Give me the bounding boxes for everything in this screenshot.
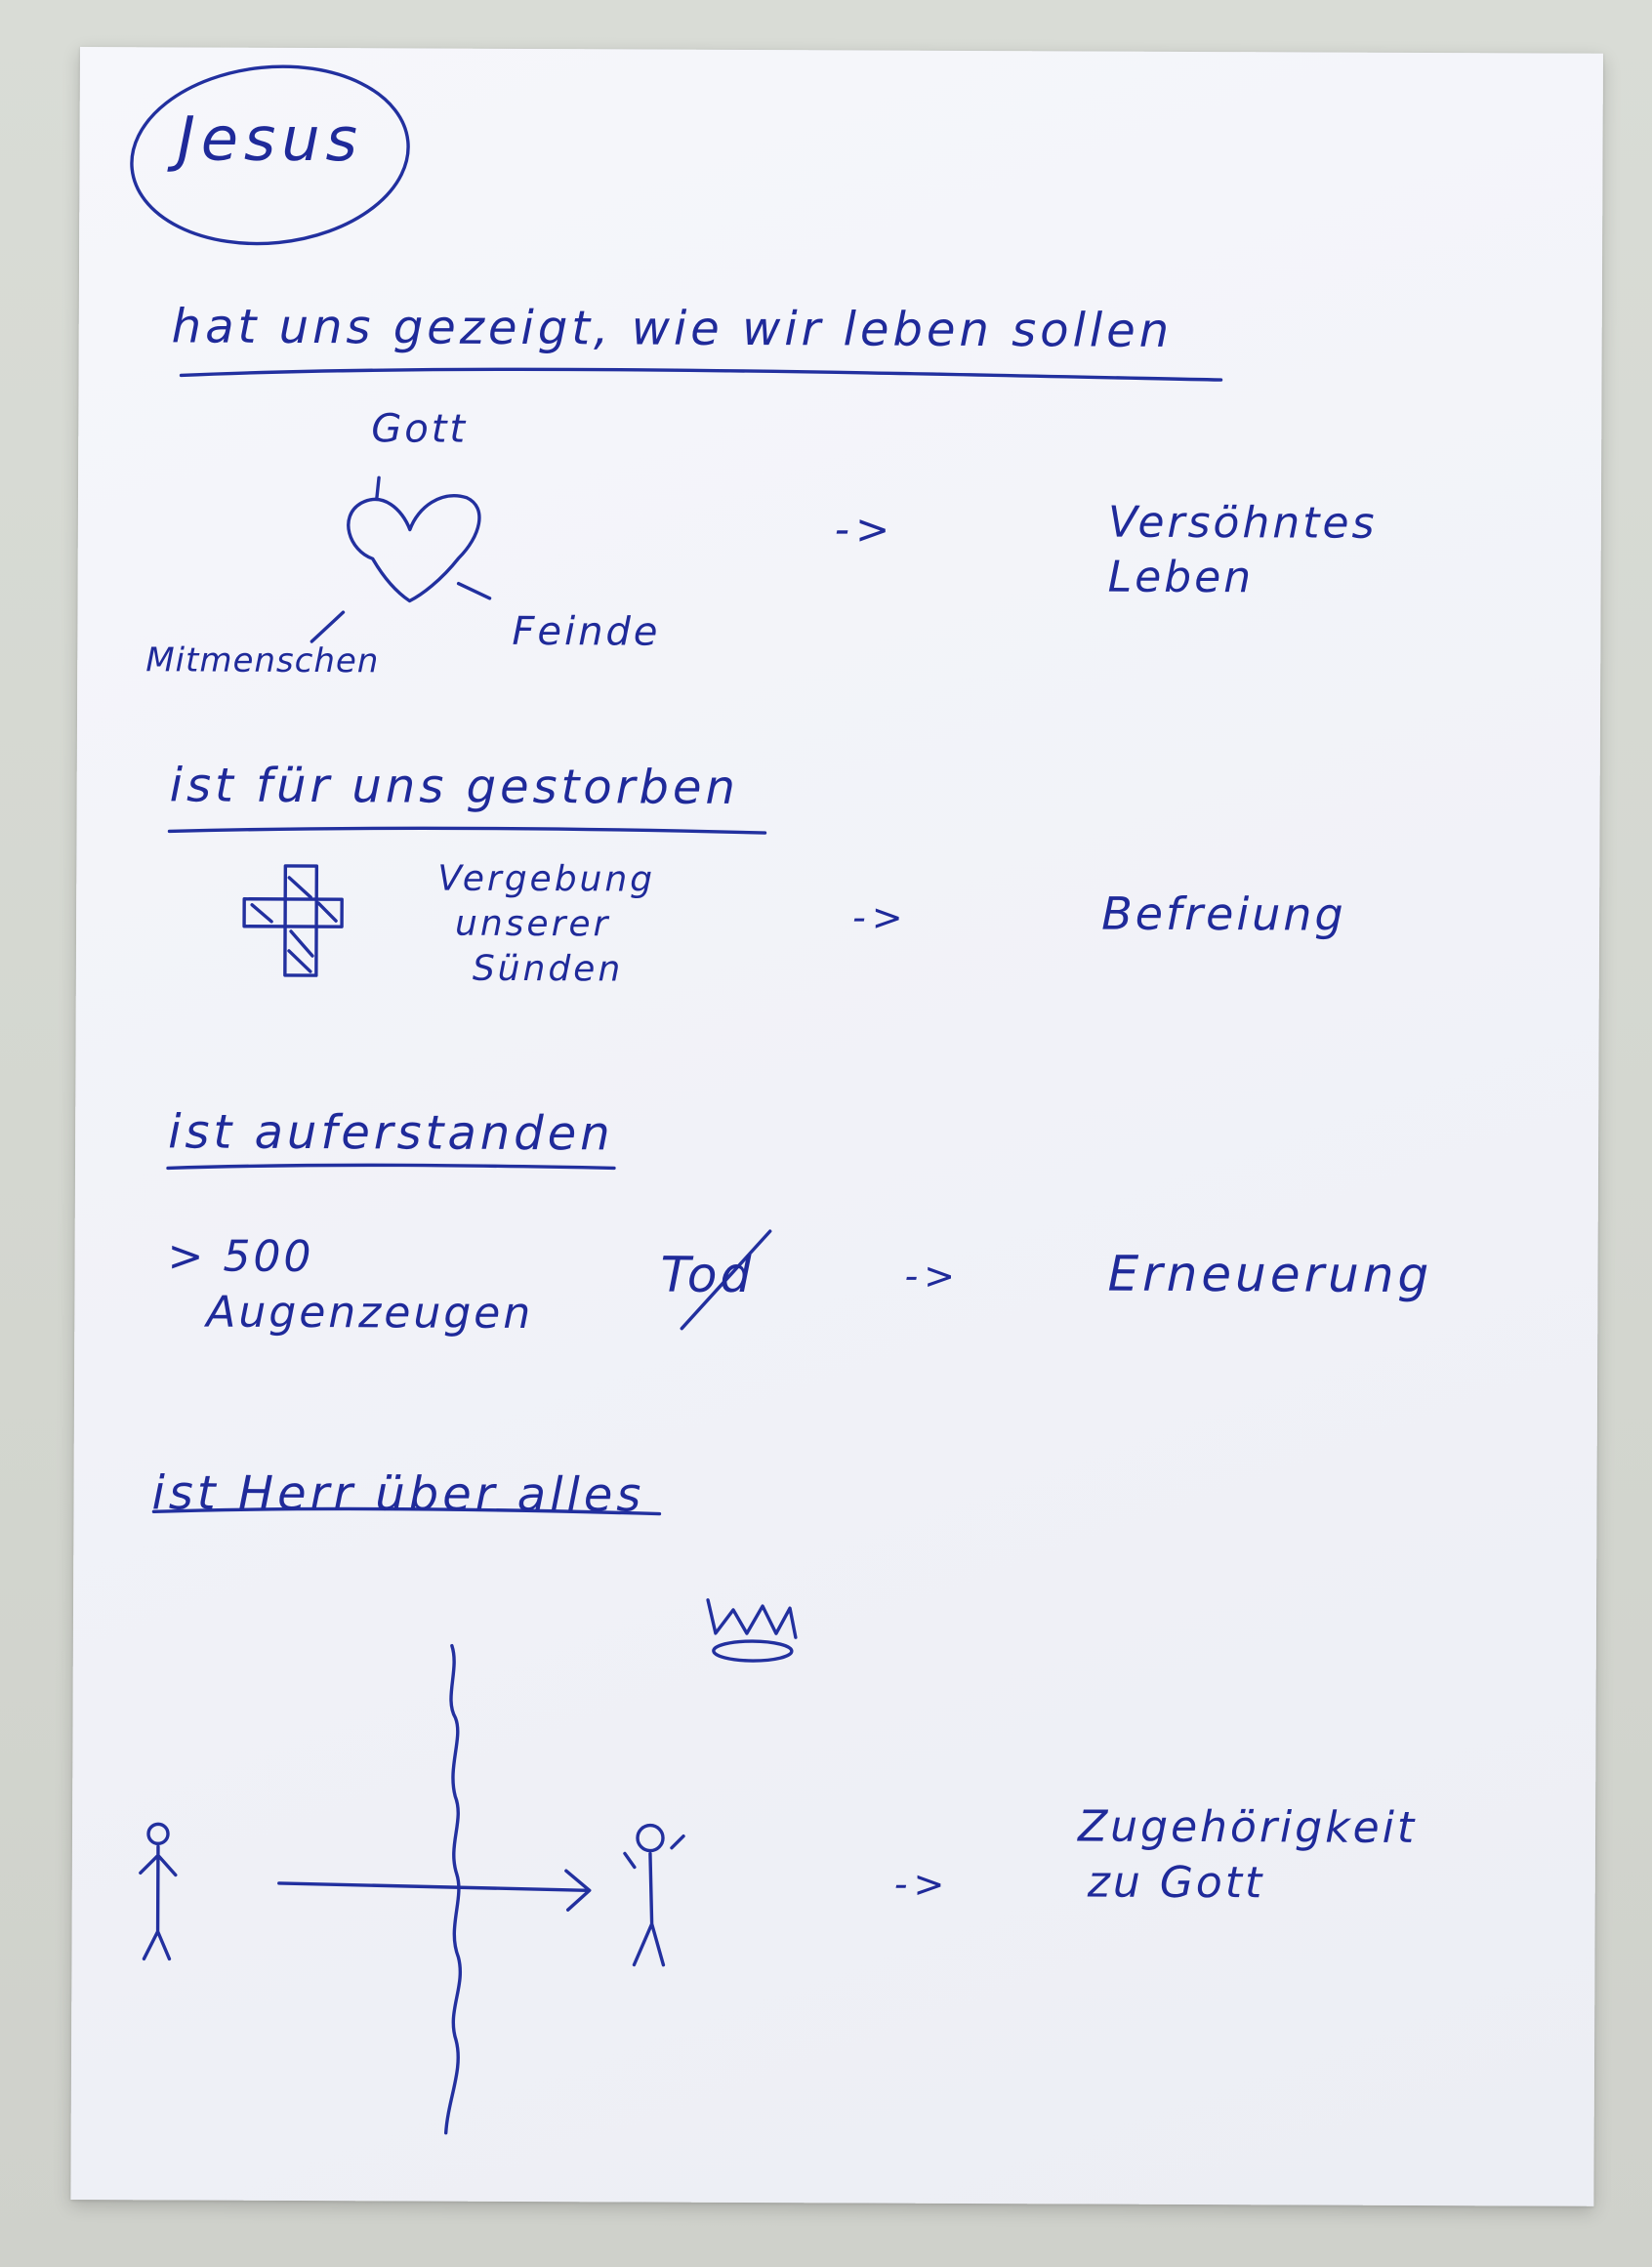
stick-figure-left-body (139, 1844, 178, 1961)
section-3-result: Erneuerung (1107, 1245, 1433, 1304)
crown-base (712, 1639, 794, 1663)
section-1-heading: hat uns gezeigt, wie wir leben sollen (171, 299, 1174, 358)
section-4-arrow: -> (893, 1862, 951, 1906)
section-3-arrow: -> (904, 1254, 962, 1298)
wavy-barrier (443, 1643, 462, 2135)
section-2-result: Befreiung (1101, 886, 1346, 941)
section-2-note: Vergebung unserer Sünden (437, 857, 655, 993)
cross-vertical (283, 864, 319, 977)
section-3-heading: ist auferstanden (168, 1104, 614, 1162)
cross-horizontal (242, 897, 344, 928)
heart-stem-left (310, 610, 346, 643)
section-1-result-line-2: Leben (1107, 552, 1255, 603)
section-2-note-line-2: unserer (454, 903, 611, 945)
page-title: Jesus (177, 103, 364, 176)
crossing-arrowhead (564, 1869, 592, 1912)
section-3-witnesses-count: > 500 (167, 1231, 314, 1283)
stick-figure-right-head (636, 1823, 665, 1853)
section-1-arrow: -> (834, 505, 896, 554)
diagram-label-top: Gott (371, 406, 469, 452)
diagram-label-left: Mitmenschen (145, 640, 380, 681)
stick-figure-left-head (146, 1822, 170, 1846)
underline-section-3 (166, 1163, 616, 1171)
underline-section-2 (167, 826, 767, 835)
heart-stem-right (456, 581, 492, 600)
section-2-heading: ist für uns gestorben (169, 758, 740, 815)
crown-icon (706, 1598, 798, 1639)
underline-section-1 (179, 367, 1223, 382)
section-4-heading: ist Herr über alles (151, 1465, 645, 1523)
section-1-result: Versöhntes Leben (1108, 496, 1378, 607)
section-3-witnesses-label: Augenzeugen (206, 1287, 534, 1340)
heart-shape (347, 494, 481, 603)
crossing-arrow (277, 1881, 590, 1892)
section-3-witnesses: > 500 Augenzeugen (167, 1228, 533, 1341)
diagram-label-right: Feinde (512, 608, 661, 655)
section-4-result-line-2: zu Gott (1087, 1857, 1265, 1909)
section-1-result-line-1: Versöhntes (1107, 497, 1378, 549)
section-2-note-line-1: Vergebung (437, 858, 656, 900)
cross-hatching (250, 876, 338, 973)
paper-sheet: Jesus hat uns gezeigt, wie wir leben sol… (70, 47, 1603, 2206)
section-4-result-line-1: Zugehörigkeit (1077, 1801, 1418, 1853)
heart-stem-top (375, 475, 381, 500)
section-2-arrow: -> (852, 895, 909, 939)
stick-figure-right-body (623, 1834, 685, 1967)
section-3-crossed-word: Tod (660, 1246, 755, 1304)
section-2-note-line-3: Sünden (472, 948, 624, 990)
section-4-result: Zugehörigkeit zu Gott (1078, 1798, 1418, 1912)
